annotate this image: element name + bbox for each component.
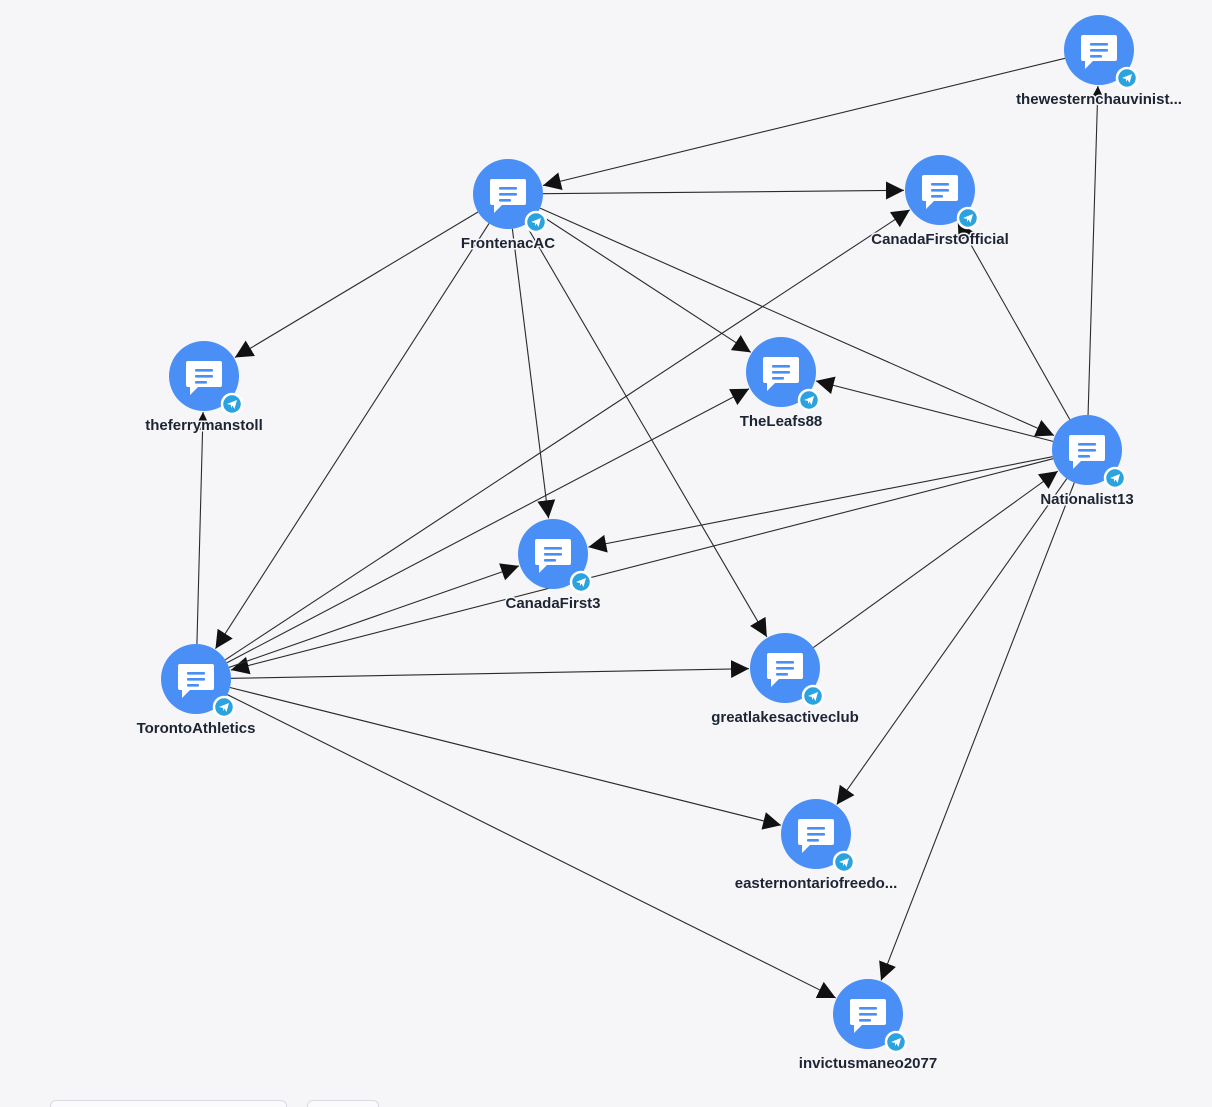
chat-message-icon [535, 539, 571, 573]
chat-message-icon [1069, 435, 1105, 469]
edge-Nationalist13-to-TorontoAthletics [230, 458, 1054, 675]
node-label: greatlakesactiveclub [711, 709, 859, 726]
edge-Nationalist13-to-thewesternchauvinist [1087, 85, 1107, 416]
node-label: easternontariofreedo... [735, 875, 898, 892]
edge-FrontenacAC-to-greatlakesactiveclub [525, 223, 768, 638]
edge-FrontenacAC-to-theferrymanstoll [234, 211, 479, 358]
chat-message-icon [1081, 35, 1117, 69]
edge-FrontenacAC-to-TorontoAthletics [215, 223, 490, 650]
chat-message-icon [922, 175, 958, 209]
chat-message-icon [186, 361, 222, 395]
node-label: thewesternchauvinist... [1016, 91, 1182, 108]
edge-TorontoAthletics-to-easternontariofreedom [229, 686, 782, 830]
telegram-icon [212, 695, 236, 719]
edge-Nationalist13-to-easternontariofreedom [836, 478, 1068, 805]
edge-Nationalist13-to-TheLeafs88 [815, 376, 1054, 442]
nodes-layer: thewesternchauvinist... FrontenacAC Canada… [135, 15, 1183, 1074]
chat-message-icon [490, 179, 526, 213]
bottom-toolbar [0, 1100, 1212, 1107]
node-Nationalist13[interactable]: Nationalist13 [1039, 415, 1135, 510]
node-CanadaFirstOfficial[interactable]: CanadaFirstOfficial [870, 155, 1010, 250]
node-greatlakesactiveclub[interactable]: greatlakesactiveclub [710, 633, 860, 728]
node-label: theferrymanstoll [145, 417, 263, 434]
telegram-icon [220, 392, 244, 416]
toolbar-tab[interactable] [307, 1100, 379, 1107]
telegram-icon [797, 388, 821, 412]
node-label: TheLeafs88 [740, 413, 823, 430]
telegram-icon [956, 206, 980, 230]
telegram-icon [801, 684, 825, 708]
chat-message-icon [763, 357, 799, 391]
node-label: Nationalist13 [1040, 491, 1133, 508]
node-label: invictusmaneo2077 [799, 1055, 937, 1072]
edge-TorontoAthletics-to-TheLeafs88 [226, 388, 750, 664]
edge-Nationalist13-to-invictusmaneo2077 [879, 482, 1075, 981]
edge-FrontenacAC-to-Nationalist13 [539, 207, 1055, 437]
node-label: FrontenacAC [461, 235, 555, 252]
telegram-icon [1115, 66, 1139, 90]
node-FrontenacAC[interactable]: FrontenacAC [459, 159, 557, 254]
telegram-icon [884, 1030, 908, 1054]
telegram-icon [1103, 466, 1127, 490]
chat-message-icon [178, 664, 214, 698]
chat-message-icon [767, 653, 803, 687]
edges-layer [193, 57, 1107, 999]
node-theferrymanstoll[interactable]: theferrymanstoll [144, 341, 264, 436]
node-label: TorontoAthletics [137, 720, 256, 737]
node-label: CanadaFirst3 [505, 595, 600, 612]
toolbar-tab[interactable] [50, 1100, 287, 1107]
edge-TorontoAthletics-to-greatlakesactiveclub [230, 660, 750, 679]
node-TheLeafs88[interactable]: TheLeafs88 [738, 337, 824, 432]
node-thewesternchauvinist[interactable]: thewesternchauvinist... [1015, 15, 1183, 110]
edge-TorontoAthletics-to-invictusmaneo2077 [227, 694, 837, 999]
telegram-icon [524, 210, 548, 234]
node-invictusmaneo2077[interactable]: invictusmaneo2077 [797, 979, 939, 1074]
edge-TorontoAthletics-to-CanadaFirst3 [228, 563, 520, 668]
telegram-icon [569, 570, 593, 594]
chat-message-icon [850, 999, 886, 1033]
edge-Nationalist13-to-CanadaFirst3 [588, 456, 1053, 553]
node-CanadaFirst3[interactable]: CanadaFirst3 [504, 519, 602, 614]
node-label: CanadaFirstOfficial [871, 231, 1009, 248]
chat-message-icon [798, 819, 834, 853]
edge-FrontenacAC-to-TheLeafs88 [537, 212, 752, 353]
edge-TorontoAthletics-to-theferrymanstoll [193, 411, 212, 645]
node-TorontoAthletics[interactable]: TorontoAthletics [135, 644, 257, 739]
node-easternontariofreedom[interactable]: easternontariofreedo... [733, 799, 899, 894]
edge-FrontenacAC-to-CanadaFirst3 [511, 228, 556, 519]
edge-greatlakesactiveclub-to-Nationalist13 [813, 470, 1059, 648]
edge-Nationalist13-to-CanadaFirstOfficial [957, 221, 1071, 420]
telegram-icon [832, 850, 856, 874]
edge-FrontenacAC-to-CanadaFirstOfficial [542, 181, 905, 200]
edge-thewesternchauvinist-to-FrontenacAC [542, 57, 1066, 190]
edge-TorontoAthletics-to-CanadaFirstOfficial [224, 209, 911, 661]
